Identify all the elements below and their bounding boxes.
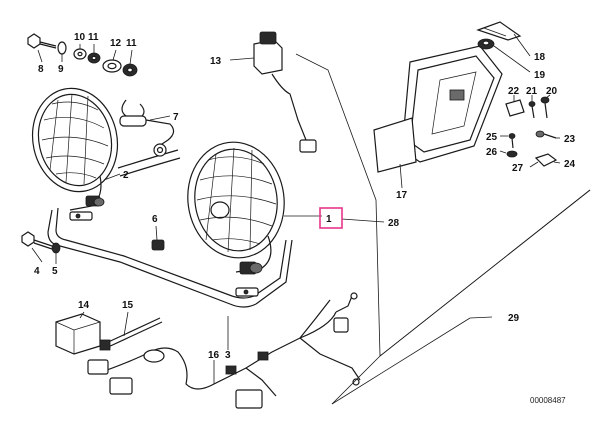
- callout-19[interactable]: 19: [534, 70, 546, 81]
- callout-18[interactable]: 18: [534, 52, 546, 63]
- callout-14[interactable]: 14: [78, 300, 90, 311]
- screw-25[interactable]: [508, 133, 516, 149]
- washer-9[interactable]: [57, 41, 67, 55]
- callout-9[interactable]: 9: [58, 64, 64, 75]
- nut-5[interactable]: [51, 242, 61, 254]
- nut-27[interactable]: [534, 153, 558, 167]
- callout-21[interactable]: 21: [526, 86, 538, 97]
- wiring-harness-16[interactable]: [87, 292, 361, 409]
- screw-21[interactable]: [528, 101, 536, 119]
- bolt-8[interactable]: [27, 33, 57, 49]
- catalog-number: 00008487: [530, 396, 566, 405]
- callout-24[interactable]: 24: [564, 159, 576, 170]
- callout-27[interactable]: 27: [512, 163, 524, 174]
- cap-nut-6[interactable]: [151, 239, 165, 251]
- callout-11a[interactable]: 11: [88, 32, 99, 43]
- bulb-7[interactable]: [119, 99, 175, 157]
- bolt-4[interactable]: [21, 231, 53, 250]
- left-fog-lamp[interactable]: [23, 80, 127, 211]
- callout-3[interactable]: 3: [225, 350, 231, 361]
- grommet-12[interactable]: [102, 59, 122, 73]
- screw-20[interactable]: [540, 96, 550, 119]
- nut-11a[interactable]: [87, 52, 101, 64]
- callout-17[interactable]: 17: [396, 190, 408, 201]
- callout-13[interactable]: 13: [210, 56, 222, 67]
- callout-1[interactable]: 1: [326, 214, 332, 225]
- callout-16[interactable]: 16: [208, 350, 220, 361]
- grommet-19[interactable]: [477, 38, 495, 50]
- callout-11b[interactable]: 11: [126, 38, 137, 49]
- callout-20[interactable]: 20: [546, 86, 558, 97]
- washer-26[interactable]: [506, 150, 518, 158]
- cable-tie-15[interactable]: [99, 317, 163, 351]
- highlight-box: [319, 207, 343, 229]
- clip-18[interactable]: [476, 21, 522, 41]
- callout-2[interactable]: 2: [123, 170, 129, 181]
- leader-28: [295, 53, 381, 405]
- callout-15[interactable]: 15: [122, 300, 134, 311]
- callout-10[interactable]: 10: [74, 32, 86, 43]
- callout-7[interactable]: 7: [173, 112, 179, 123]
- callout-leaders: [31, 33, 561, 384]
- callout-8[interactable]: 8: [38, 64, 44, 75]
- callout-29[interactable]: 29: [508, 313, 520, 324]
- callout-23[interactable]: 23: [564, 134, 576, 145]
- callout-26[interactable]: 26: [486, 147, 498, 158]
- callout-22[interactable]: 22: [508, 86, 520, 97]
- washer-10[interactable]: [73, 48, 87, 60]
- callout-6[interactable]: 6: [152, 214, 158, 225]
- right-fog-lamp[interactable]: [180, 136, 291, 275]
- callout-4[interactable]: 4: [34, 266, 40, 277]
- callout-12[interactable]: 12: [110, 38, 122, 49]
- callout-28[interactable]: 28: [388, 218, 400, 229]
- callout-25[interactable]: 25: [486, 132, 498, 143]
- nut-11b[interactable]: [122, 63, 138, 77]
- housing-17[interactable]: [373, 45, 503, 173]
- mounting-bar[interactable]: [47, 149, 293, 308]
- bolt-23[interactable]: [535, 130, 557, 139]
- block-22[interactable]: [505, 99, 525, 117]
- switch-13[interactable]: [253, 31, 317, 153]
- callout-5[interactable]: 5: [52, 266, 58, 277]
- relay-14[interactable]: [55, 313, 101, 355]
